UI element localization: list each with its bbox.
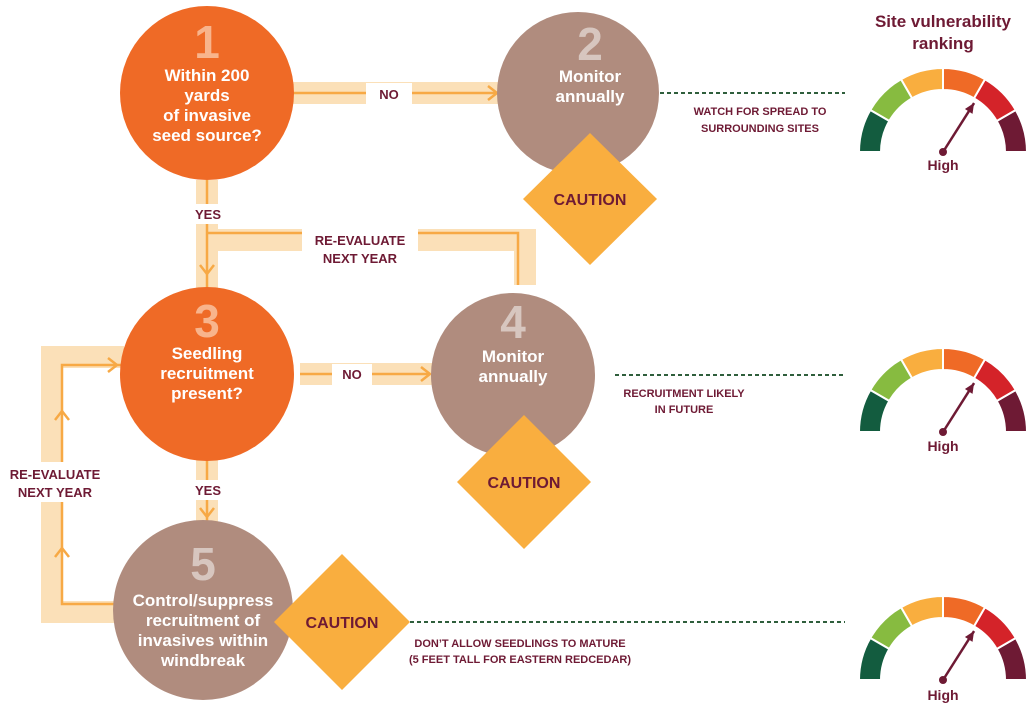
note-2-line-1: RECRUITMENT LIKELY [623,388,745,400]
vulnerability-gauge-3: High [857,594,1029,703]
node-2-circle [497,12,659,174]
gauge-2-label: High [927,438,958,454]
gauge-needle-hub [939,676,947,684]
edge-label-yes-1: YES [195,207,221,222]
chevron-right-icon [420,366,433,382]
node-5-line-3: invasives within [138,631,268,650]
node-3-line-3: present? [171,384,243,403]
node-5-line-2: recruitment of [146,611,261,630]
caution-diamond-1: CAUTION [523,133,657,265]
edge-label-no-1: NO [379,87,399,102]
caution-label-1: CAUTION [554,192,627,209]
edge-label-yes-2: YES [195,483,221,498]
gauge-segment-3 [899,594,944,628]
caution-label-2: CAUTION [488,475,561,492]
edge-label-no-2: NO [342,367,362,382]
node-1-line-2: yards [184,86,229,105]
gauge-segment-3 [899,66,944,100]
node-5: 5 Control/suppress recruitment of invasi… [113,520,293,700]
gauge-segment-6 [995,388,1029,433]
node-1-line-3: of invasive [163,106,251,125]
node-1-circle [120,6,294,180]
node-1-line-4: seed source? [152,126,262,145]
node-1-number: 1 [194,16,220,68]
node-2-number: 2 [577,18,603,70]
node-3-number: 3 [194,295,220,347]
node-5-circle [113,520,293,700]
gauge-needle-arrowhead [964,103,975,114]
chevron-down-icon [199,264,215,277]
node-2-line-2: annually [556,87,626,106]
gauge-segment-4 [942,346,987,380]
gauge-needle-arrowhead [964,631,975,642]
gauge-segment-3 [899,346,944,380]
edge-labels: NO YES RE-EVALUATE NEXT YEAR NO YES RE-E… [0,83,418,502]
node-1: 1 Within 200 yards of invasive seed sour… [120,6,294,180]
gauge-segment-6 [995,636,1029,681]
node-5-number: 5 [190,538,216,590]
gauge-segment-2 [868,77,914,123]
gauge-needle-arrowhead [964,383,975,394]
vulnerability-gauge-2: High [857,346,1029,454]
node-3-line-1: Seedling [172,344,243,363]
gauge-3-label: High [927,687,958,703]
notes: WATCH FOR SPREAD TO SURROUNDING SITES RE… [409,106,827,666]
gauge-segment-2 [868,357,914,403]
edge-label-reevaluate-1a: RE-EVALUATE [315,233,406,248]
gauge-segment-5 [972,77,1018,123]
node-5-line-1: Control/suppress [133,591,274,610]
note-1-line-2: SURROUNDING SITES [701,123,819,135]
node-4-number: 4 [500,296,526,348]
gauge-segment-6 [995,108,1029,153]
chevron-right-icon [107,357,120,373]
gauge-segment-1 [857,388,891,433]
edge-label-reevaluate-2a: RE-EVALUATE [10,467,101,482]
node-2: 2 Monitor annually [497,12,659,174]
gauge-segment-2 [868,605,914,651]
gauge-segment-4 [942,594,987,628]
gauge-segment-4 [942,66,987,100]
caution-diamond-3: CAUTION [274,554,410,690]
gauge-needle-hub [939,428,947,436]
gauge-1-label: High [927,157,958,173]
node-4-line-1: Monitor [482,347,545,366]
vulnerability-title: Site vulnerability ranking [875,12,1012,53]
gauge-segment-5 [972,357,1018,403]
gauge-segment-5 [972,605,1018,651]
gauge-segment-1 [857,636,891,681]
node-4-line-2: annually [479,367,549,386]
caution-diamond-2: CAUTION [457,415,591,549]
node-2-line-1: Monitor [559,67,622,86]
caution-label-3: CAUTION [306,615,379,632]
edge-label-reevaluate-1b: NEXT YEAR [323,251,398,266]
node-3: 3 Seedling recruitment present? [120,287,294,461]
gauge-needle-hub [939,148,947,156]
vulnerability-gauge-1: High [857,66,1029,173]
chevron-up-icon [54,408,70,421]
node-3-circle [120,287,294,461]
title-line-1: Site vulnerability [875,12,1012,31]
note-2-line-2: IN FUTURE [655,404,714,416]
caution-diamond-shape [274,554,410,690]
node-4-circle [431,293,595,457]
chevron-up-icon [54,545,70,558]
node-5-line-4: windbreak [160,651,246,670]
note-1-line-1: WATCH FOR SPREAD TO [694,106,827,118]
node-1-line-1: Within 200 [165,66,250,85]
note-3-line-2: (5 FEET TALL FOR EASTERN REDCEDAR) [409,654,631,666]
caution-diamond-shape [523,133,657,265]
node-4: 4 Monitor annually [431,293,595,457]
note-3-line-1: DON’T ALLOW SEEDLINGS TO MATURE [414,638,625,650]
edge-label-reevaluate-2b: NEXT YEAR [18,485,93,500]
title-line-2: ranking [912,34,973,53]
gauge-segment-1 [857,108,891,153]
caution-diamond-shape [457,415,591,549]
chevron-down-icon [199,507,215,520]
node-3-line-2: recruitment [160,364,254,383]
